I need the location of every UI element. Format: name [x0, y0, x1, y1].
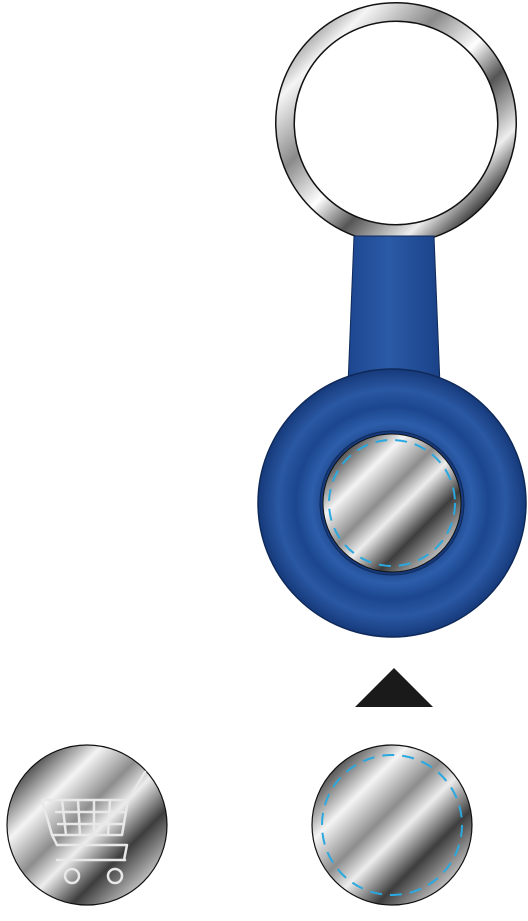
- metal-disc-icon: [312, 745, 472, 905]
- keychain-holder-icon: [258, 369, 526, 637]
- shopping-cart-disc: [7, 745, 167, 905]
- key-ring-icon: [285, 12, 507, 234]
- strap: [348, 236, 440, 385]
- triangle-up-icon: [355, 668, 433, 707]
